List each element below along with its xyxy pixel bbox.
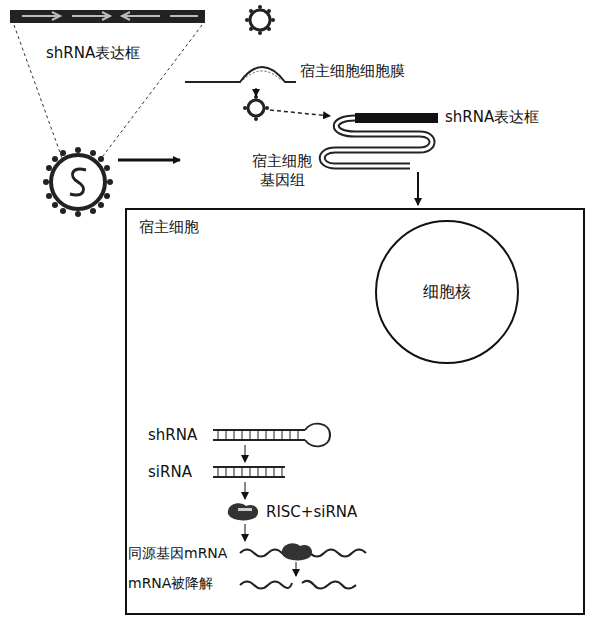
virus-particle — [43, 147, 113, 217]
cell-membrane — [185, 67, 296, 82]
nucleus-circle: 细胞核 — [375, 220, 519, 364]
sirna-label: siRNA — [148, 463, 192, 482]
step-arrow — [245, 445, 246, 462]
degraded-label: mRNA被降解 — [128, 575, 213, 593]
sirna-duplex — [213, 467, 285, 477]
integrate-arrow — [270, 110, 330, 116]
big-arrow — [118, 159, 180, 162]
mrna-label: 同源基因mRNA — [128, 545, 227, 563]
step-arrow — [245, 524, 246, 541]
degraded-mrna — [302, 581, 356, 589]
cassette-strip — [10, 10, 205, 23]
entry-arrow — [255, 88, 257, 96]
risc-on-mrna — [282, 543, 312, 560]
membrane-label: 宿主细胞细胞膜 — [300, 62, 405, 81]
host-genome — [322, 113, 438, 166]
node-text: 细胞核 — [423, 282, 471, 303]
shrna-label: shRNA — [148, 426, 197, 445]
down-arrow — [417, 172, 419, 205]
step-arrow — [245, 482, 246, 499]
virus-inside — [243, 95, 269, 121]
risc-label: RISC+siRNA — [266, 503, 357, 522]
genome-label: 宿主细胞 基因组 — [250, 152, 314, 190]
degraded-mrna — [240, 582, 292, 589]
membrane-dots — [243, 71, 281, 80]
box-title: 宿主细胞 — [139, 218, 571, 237]
risc-complex — [228, 503, 258, 520]
virus-small — [245, 5, 275, 35]
cassette-label: shRNA表达框 — [445, 108, 539, 127]
cassette-label: shRNA表达框 — [46, 44, 140, 63]
shrna-hairpin — [213, 424, 330, 447]
step-arrow — [296, 562, 297, 576]
